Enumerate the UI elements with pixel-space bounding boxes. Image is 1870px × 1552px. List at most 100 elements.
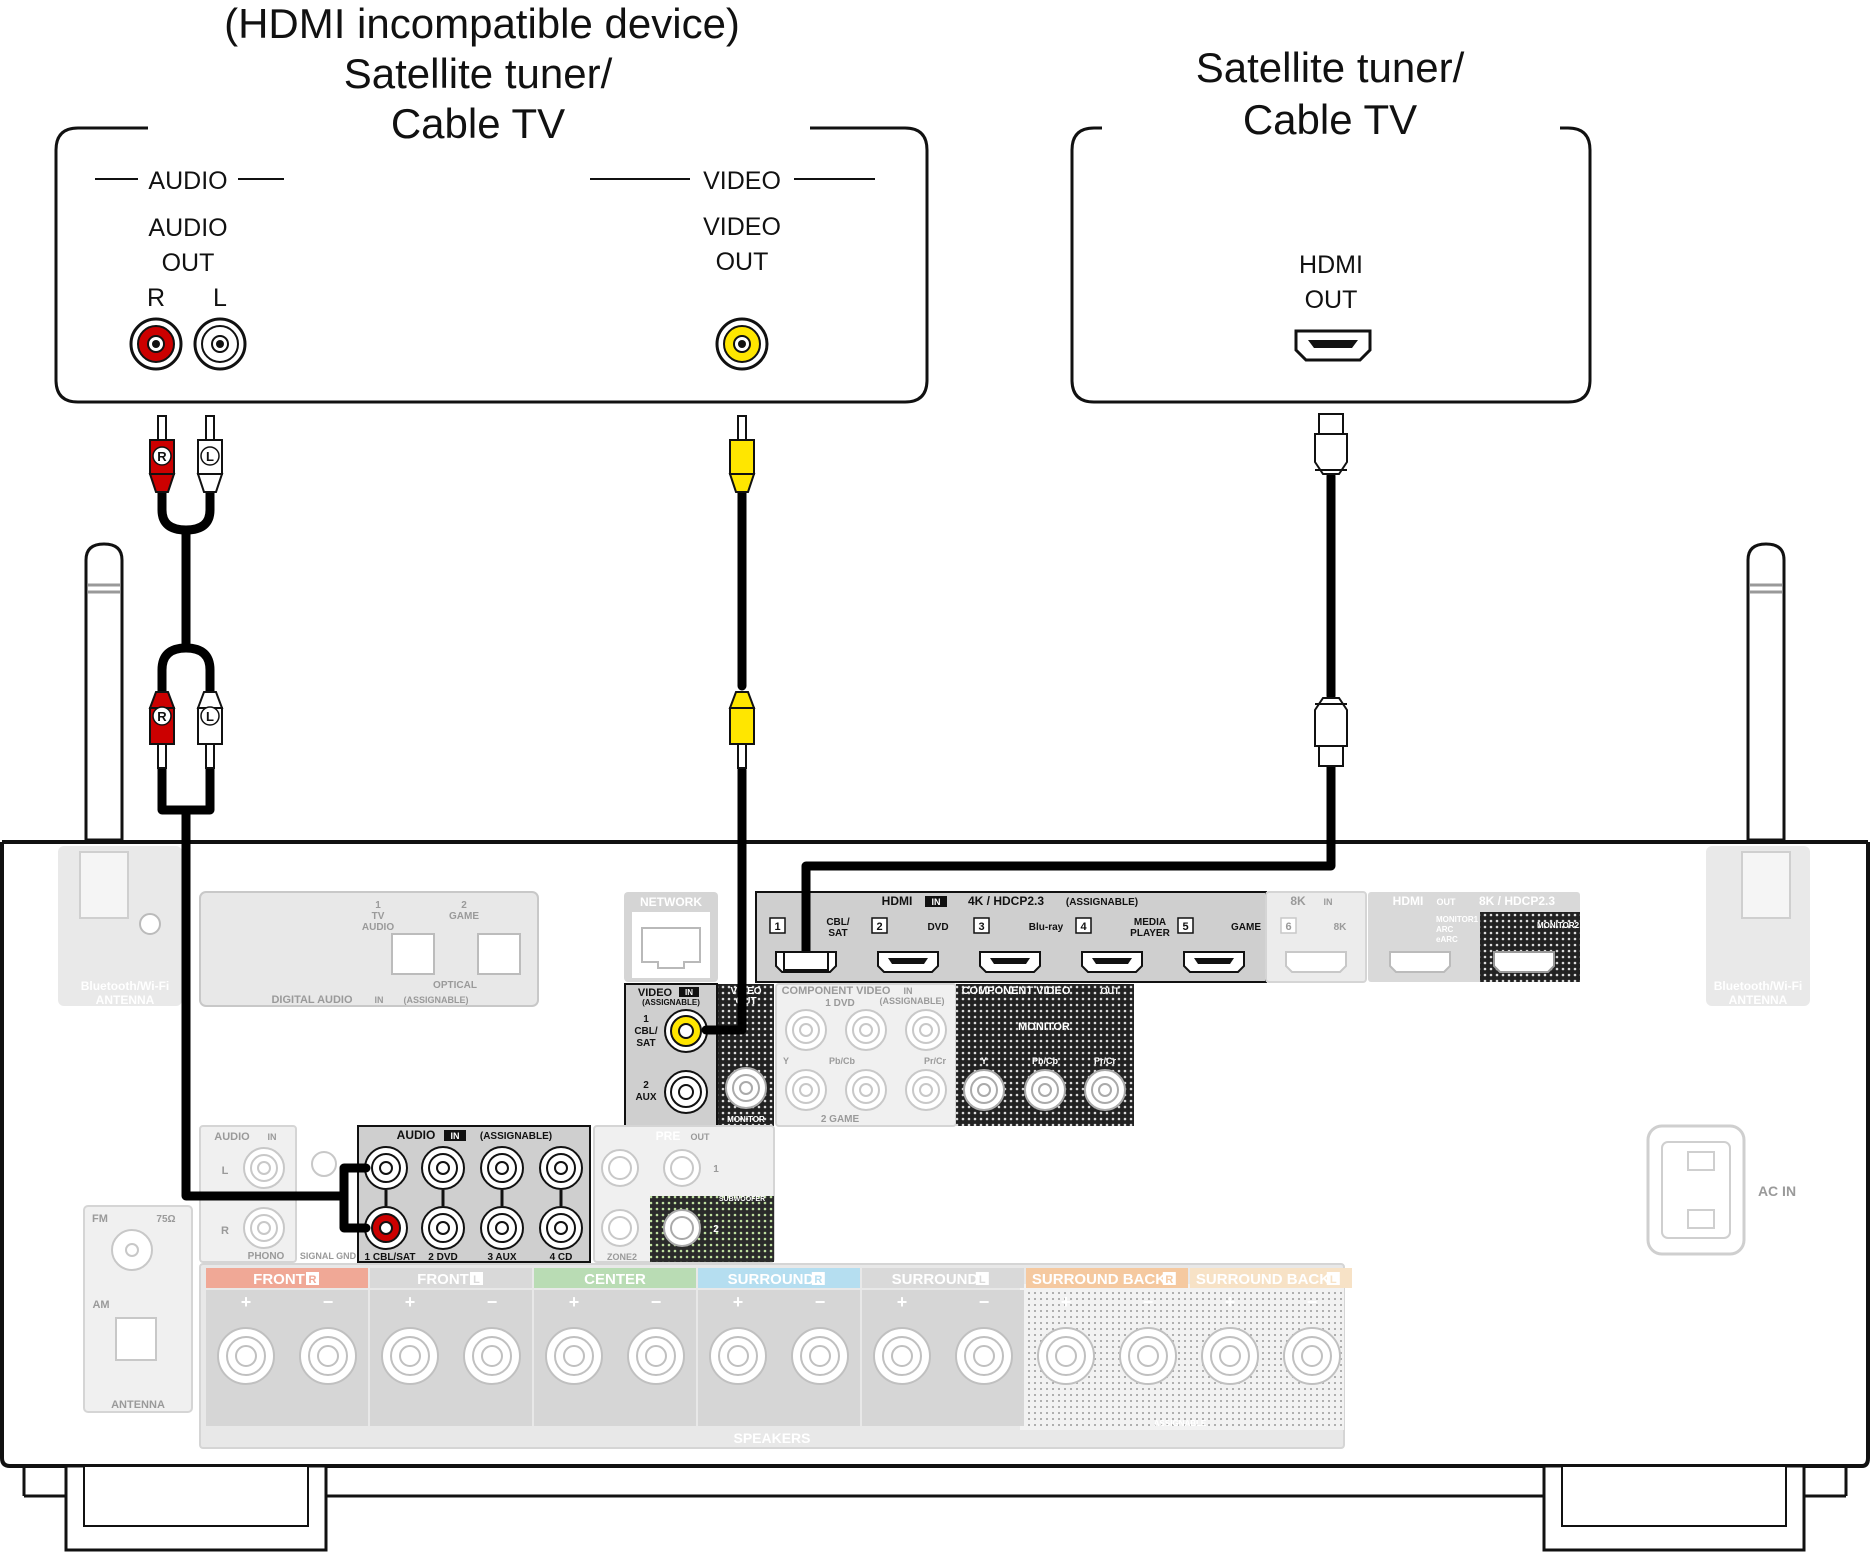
- speaker-side-label: R: [309, 1274, 317, 1286]
- speaker-side-badge: [975, 1272, 989, 1285]
- audio-out-r-jack: [129, 317, 183, 371]
- hdmi-8k-port-num: 6: [1285, 921, 1291, 933]
- speaker-plus-icon: +: [241, 1292, 252, 1312]
- speaker-group-header: [1190, 1268, 1352, 1288]
- pre-out-badge: OUT: [691, 1132, 711, 1142]
- video-in-port2-num: 2: [643, 1080, 649, 1091]
- hdmi-in-header: HDMI: [882, 894, 913, 908]
- bt-antenna-left-label-1: Bluetooth/Wi-Fi: [81, 979, 170, 993]
- audio-in-4-label: 4 CD: [550, 1252, 573, 1263]
- signal-gnd-label: SIGNAL GND: [300, 1251, 357, 1261]
- left-device-title-line3: Cable TV: [391, 100, 565, 147]
- left-device-title-line1: (HDMI incompatible device): [224, 0, 740, 47]
- pre-out-sub1: 1: [713, 1164, 719, 1175]
- speaker-plus-icon: +: [1225, 1292, 1236, 1312]
- speaker-minus-icon: −: [487, 1292, 498, 1312]
- component-out-panel: COMPONENT VIDEO OUT MONITOR Y Pb/Cb Pr/C…: [956, 984, 1134, 1126]
- speaker-terminal: [399, 1345, 421, 1367]
- digital-audio-panel: 1 TV AUDIO 2 GAME OPTICAL DIGITAL AUDIO …: [199, 891, 539, 1007]
- video-out-label-line2: OUT: [716, 248, 769, 276]
- speaker-group-header: [534, 1268, 696, 1288]
- audio-out-l-label: L: [213, 284, 227, 312]
- pre-out-panel: PRE OUT 1 SUBWOOFER 2 ZONE2: [593, 1125, 775, 1263]
- ac-in-label: AC IN: [1758, 1183, 1796, 1199]
- digital-audio-footer: DIGITAL AUDIO: [271, 994, 353, 1006]
- video-out-jack: [715, 317, 769, 371]
- speaker-terminal: [973, 1345, 995, 1367]
- speaker-side-badge: [1326, 1272, 1340, 1285]
- component-out-badge: OUT: [1101, 986, 1121, 996]
- video-plug-top: [728, 415, 756, 493]
- hdmi-out-header: HDMI: [1393, 894, 1424, 908]
- hdmi-in-port-5-num: 5: [1182, 921, 1188, 933]
- audio-plug-r-bottom: R: [148, 691, 176, 769]
- hdmi-in-port-4-label-2: PLAYER: [1130, 928, 1170, 939]
- speakers-footer: SPEAKERS: [733, 1430, 810, 1446]
- audio-in-1-jacks: [364, 1146, 408, 1250]
- speaker-minus-icon: −: [979, 1292, 990, 1312]
- audio-plug-r-top: R: [148, 415, 176, 493]
- speaker-group: CENTER+−: [534, 1268, 696, 1426]
- video-in-badge: IN: [685, 988, 693, 997]
- component-in-badge: IN: [904, 986, 913, 996]
- speaker-terminal: [1055, 1345, 1077, 1367]
- audio-plug-l-top-mark: L: [206, 449, 214, 464]
- video-cable: [701, 415, 756, 1035]
- hdmi-in-port-1-num: 1: [774, 921, 780, 933]
- video-in-panel: VIDEO IN (ASSIGNABLE) 1 CBL/ SAT 2 AUX: [624, 983, 718, 1127]
- hdmi-out-panel: HDMI OUT 8K / HDCP2.3 MONITOR1 ARC eARC …: [1368, 892, 1580, 982]
- speaker-minus-icon: −: [323, 1292, 334, 1312]
- video-in-port2-label: AUX: [635, 1092, 656, 1103]
- speaker-terminal: [1219, 1345, 1241, 1367]
- component-in-row2: 2 GAME: [821, 1114, 860, 1125]
- audio-in-assignable: (ASSIGNABLE): [480, 1131, 552, 1142]
- pre-out-zone2: ZONE2: [607, 1252, 637, 1262]
- hdmi-in-assignable: (ASSIGNABLE): [1066, 897, 1138, 908]
- speaker-group-header: [206, 1268, 368, 1288]
- speaker-side-badge: [470, 1272, 483, 1285]
- audio-in-2-label: 2 DVD: [428, 1252, 457, 1263]
- audio-section-label: AUDIO: [148, 167, 227, 195]
- digital-audio-port2-num: 2: [461, 900, 467, 911]
- hdmi-in-port-2-num: 2: [876, 921, 882, 933]
- foot-left: [64, 1464, 328, 1552]
- speaker-plus-icon: +: [1061, 1292, 1072, 1312]
- component-in-pr: Pr/Cr: [924, 1056, 947, 1066]
- speaker-terminal: [1301, 1345, 1323, 1367]
- speaker-group-header: [1026, 1268, 1188, 1288]
- video-in-port1-label-2: SAT: [636, 1038, 655, 1049]
- hdmi-8k-panel: 8K IN 6 8K: [1265, 891, 1367, 983]
- speaker-group-header: [370, 1268, 532, 1288]
- hdmi-in-port-2: 2 DVD: [871, 917, 949, 973]
- digital-audio-in-badge: IN: [375, 995, 384, 1005]
- video-plug-bottom: [728, 691, 756, 769]
- video-in-assignable: (ASSIGNABLE): [642, 998, 700, 1007]
- hdmi-8k-in-badge: IN: [1324, 897, 1333, 907]
- speakers-assignable: ASSIGNABLE: [1154, 1419, 1207, 1428]
- audio-plug-l-bottom-mark: L: [206, 709, 214, 724]
- audio-cable: R L R L: [148, 415, 371, 1233]
- bt-antenna-right-label-1: Bluetooth/Wi-Fi: [1714, 979, 1803, 993]
- speaker-group-name: SURROUND: [728, 1271, 815, 1288]
- audio-in-phono-panel: AUDIO IN L R PHONO SIGNAL GND: [199, 1125, 357, 1263]
- phono-header: AUDIO: [214, 1131, 250, 1143]
- hdmi-in-port-4: 4 MEDIA PLAYER: [1075, 917, 1171, 973]
- bt-antenna-left-label-2: ANTENNA: [96, 993, 155, 1007]
- speaker-minus-icon: −: [1143, 1292, 1154, 1312]
- bt-antenna-right: [1746, 542, 1786, 842]
- phono-l: L: [222, 1165, 229, 1177]
- video-in-port1-num: 1: [643, 1014, 649, 1025]
- bt-antenna-base-left: Bluetooth/Wi-Fi ANTENNA: [58, 846, 182, 1007]
- hdmi-8k-port-label: 8K: [1334, 922, 1348, 933]
- right-device-box: [1070, 126, 1592, 404]
- speaker-terminal: [481, 1345, 503, 1367]
- digital-audio-optical-label: OPTICAL: [433, 980, 477, 991]
- network-panel: NETWORK: [624, 892, 718, 982]
- audio-out-label-line2: OUT: [162, 249, 215, 277]
